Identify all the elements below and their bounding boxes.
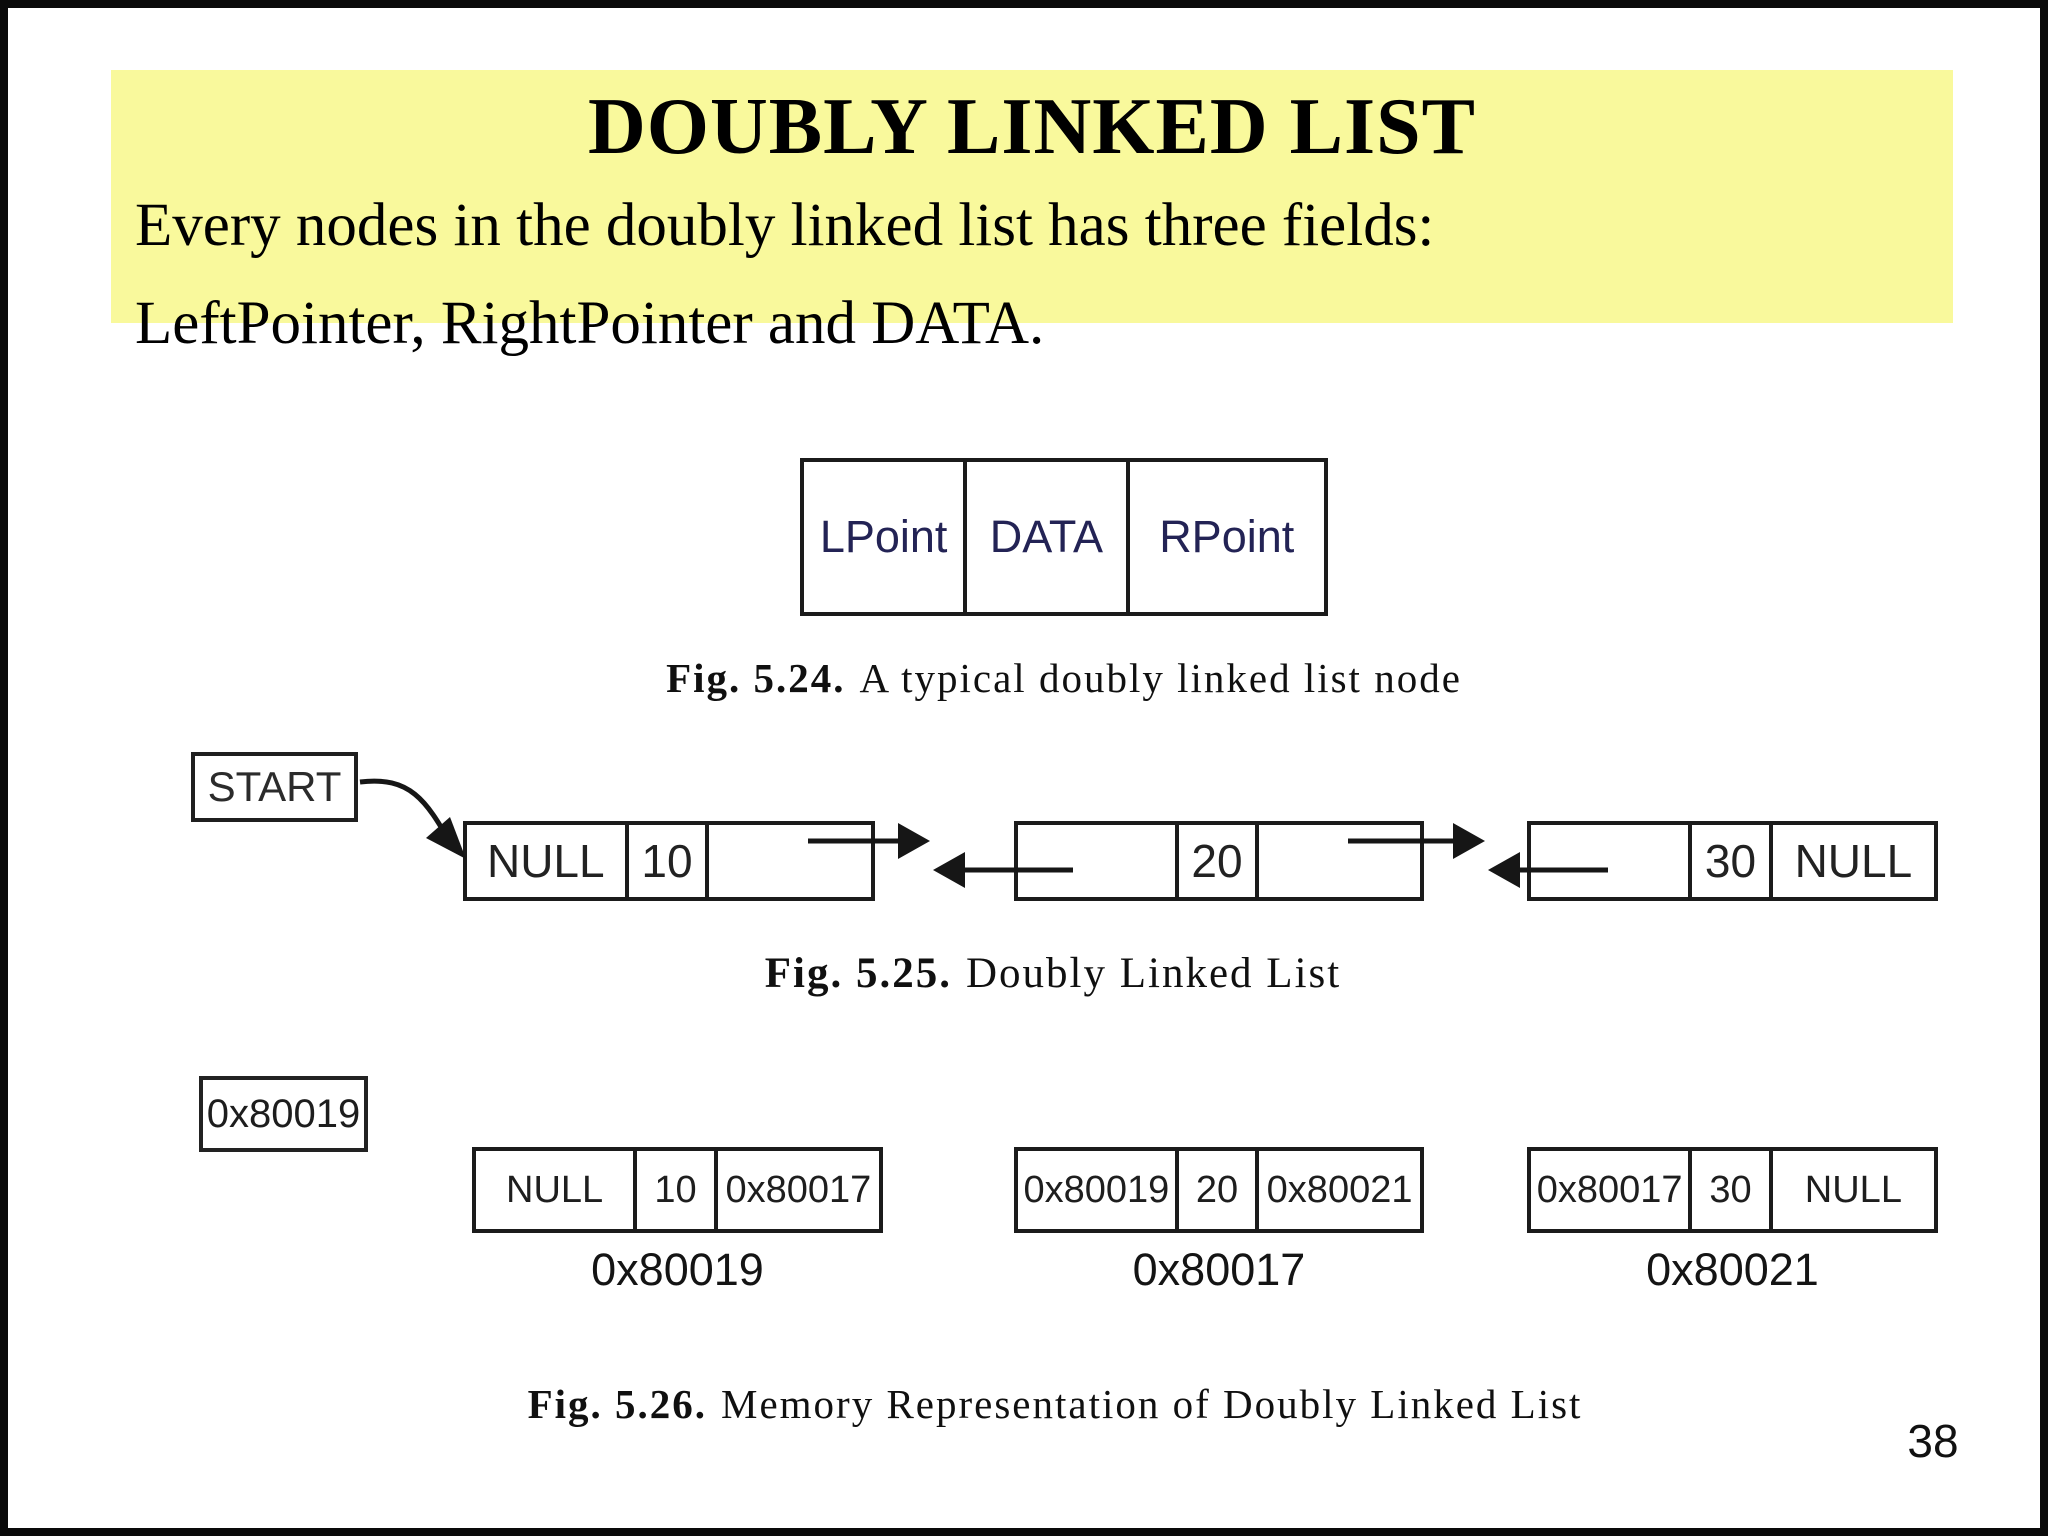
title-highlight <box>111 70 1953 323</box>
memory-node-2-right-pointer-cell: 0x80021 <box>1266 1168 1413 1211</box>
memory-node-1: NULL 10 0x80017 <box>472 1147 883 1233</box>
list-node-2-left-pointer-cell <box>1018 825 1179 897</box>
memory-node-1-data-cell: 10 <box>637 1151 718 1229</box>
start-pointer-box: 0x80019 <box>199 1076 368 1152</box>
start-box: START <box>191 752 358 822</box>
list-node-2-right-pointer-cell <box>1259 825 1420 897</box>
fig524-caption: Fig. 5.24. A typical doubly linked list n… <box>364 650 1764 706</box>
fig525-caption: Fig. 5.25. Doubly Linked List <box>353 946 1753 1002</box>
start-arrow <box>359 778 466 859</box>
page-title: DOUBLY LINKED LIST <box>588 83 1476 171</box>
fig526-caption: Fig. 5.26. Memory Representation of Doubl… <box>355 1376 1755 1432</box>
page-number: 38 <box>1907 1415 1959 1467</box>
fig525-caption-label: Fig. 5.25. <box>764 950 952 997</box>
fig524-data-cell: DATA <box>967 462 1130 612</box>
list-node-2: 20 <box>1014 821 1424 901</box>
list-node-3-right-pointer-cell: NULL <box>1794 835 1913 887</box>
fig524-node-box: LPoint DATA RPoint <box>800 458 1328 616</box>
memory-node-2-left-pointer-cell: 0x80019 <box>1018 1151 1179 1229</box>
intro-line-1: Every nodes in the doubly linked list ha… <box>135 192 1435 259</box>
list-node-3-left-pointer-cell <box>1531 825 1693 897</box>
memory-node-3-right-pointer-cell: NULL <box>1804 1168 1902 1211</box>
list-node-1-data-cell: 10 <box>629 825 710 897</box>
fig524-caption-label: Fig. 5.24. <box>666 655 846 701</box>
memory-node-2-address-label: 0x80017 <box>1132 1244 1306 1295</box>
memory-node-3: 0x80017 30 NULL <box>1527 1147 1938 1233</box>
fig526-caption-label: Fig. 5.26. <box>527 1381 707 1427</box>
fig525-caption-text: Doubly Linked List <box>966 950 1342 997</box>
memory-node-2-data-cell: 20 <box>1179 1151 1260 1229</box>
list-node-1-left-pointer-cell: NULL <box>467 825 629 897</box>
memory-node-1-left-pointer-cell: NULL <box>476 1151 638 1229</box>
memory-node-3-data-cell: 30 <box>1692 1151 1773 1229</box>
fig524-lpoint-cell: LPoint <box>804 462 968 612</box>
memory-node-3-address-label: 0x80021 <box>1646 1244 1819 1295</box>
fig526-caption-text: Memory Representation of Doubly Linked L… <box>721 1381 1583 1427</box>
list-node-2-data-cell: 20 <box>1179 825 1260 897</box>
fig524-caption-text: A typical doubly linked list node <box>859 655 1462 701</box>
list-node-3-data-cell: 30 <box>1692 825 1773 897</box>
memory-node-1-right-pointer-cell: 0x80017 <box>725 1168 872 1211</box>
list-node-3: 30 NULL <box>1527 821 1938 901</box>
intro-line-2: LeftPointer, RightPointer and DATA. <box>135 290 1045 357</box>
list-node-1: NULL 10 <box>463 821 875 901</box>
memory-node-1-address-label: 0x80019 <box>591 1244 764 1295</box>
fig524-rpoint-cell: RPoint <box>1159 511 1295 562</box>
memory-node-3-left-pointer-cell: 0x80017 <box>1531 1151 1693 1229</box>
list-node-1-right-pointer-cell <box>709 825 871 897</box>
memory-node-2: 0x80019 20 0x80021 <box>1014 1147 1424 1233</box>
